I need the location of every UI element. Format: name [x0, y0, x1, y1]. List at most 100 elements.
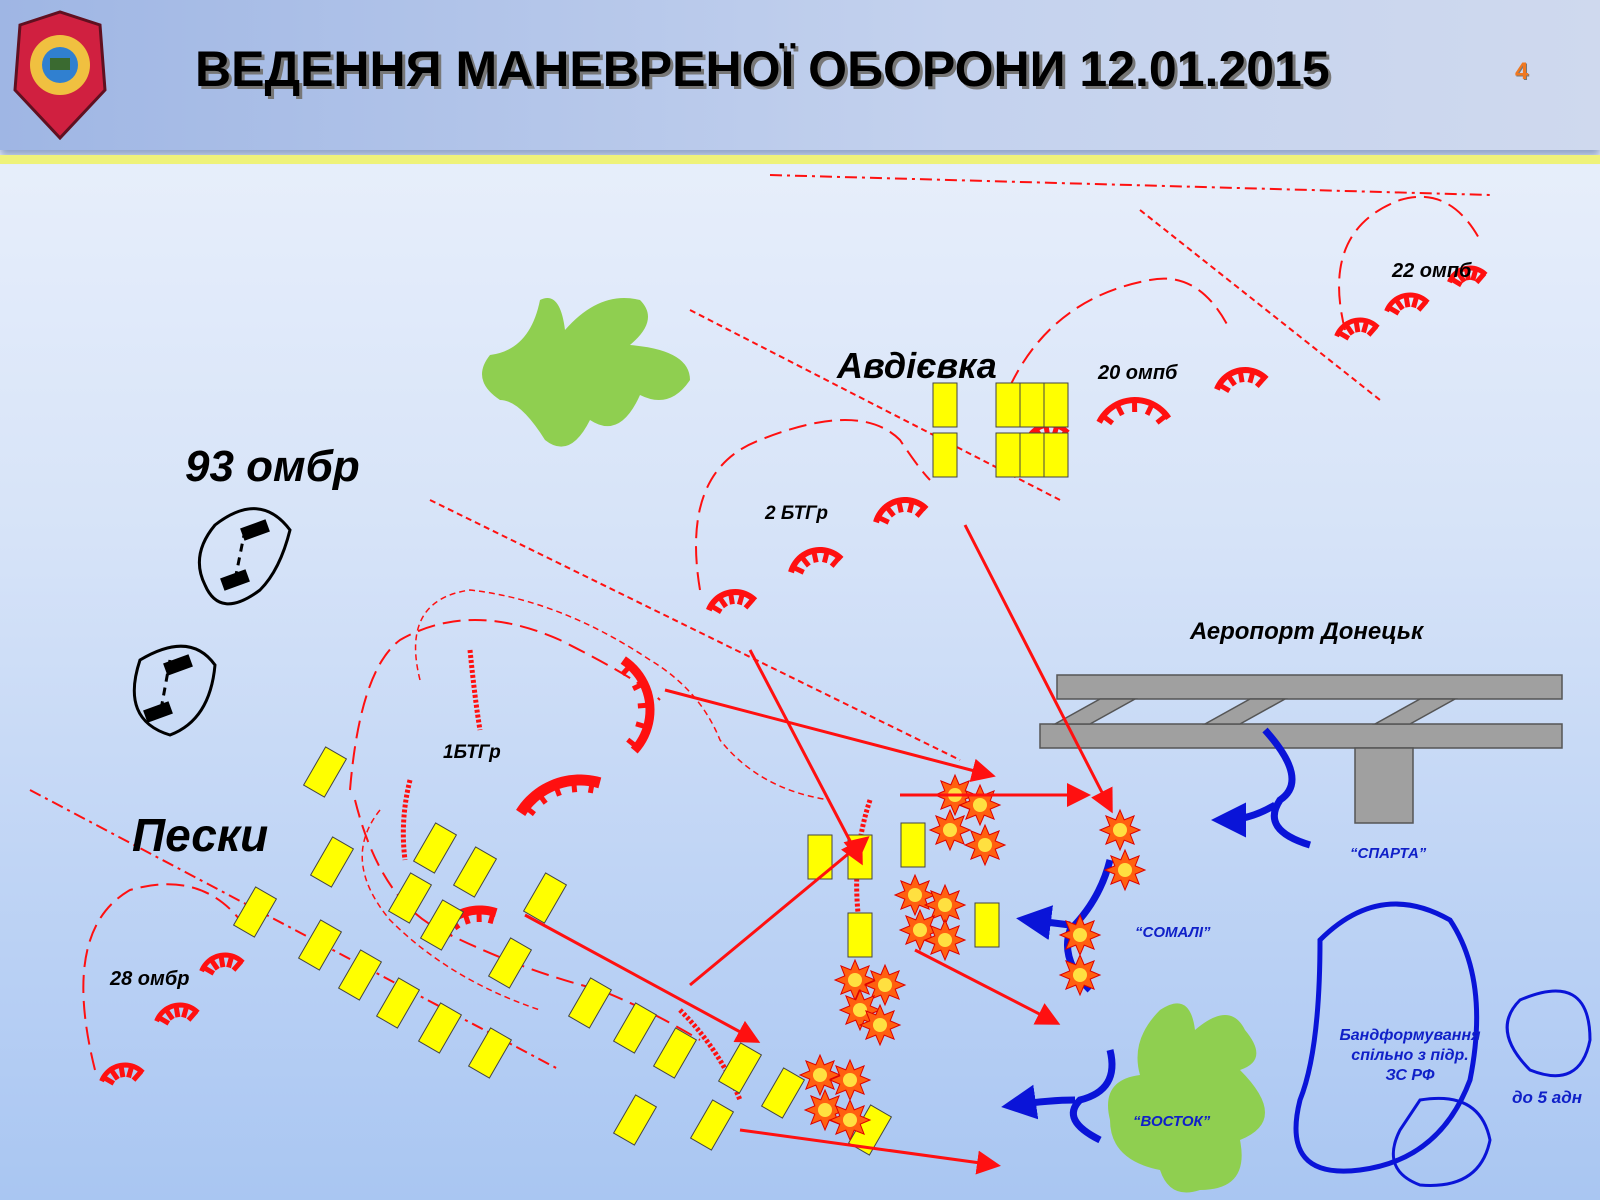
- defensive-position-tooth: [163, 1007, 175, 1021]
- attack-arrow: [739, 1128, 1001, 1175]
- maneuver-route: [361, 809, 541, 1011]
- defensive-position-tooth: [571, 780, 578, 793]
- defensive-position-tooth: [1144, 402, 1155, 416]
- explosion-core: [938, 933, 952, 947]
- strongpoint: [717, 1042, 763, 1094]
- defensive-position-tooth: [1114, 403, 1125, 417]
- defensive-position-tooth: [637, 702, 651, 709]
- strongpoint: [522, 872, 568, 924]
- defensive-position-tooth: [208, 957, 220, 971]
- defensive-position-tooth: [218, 954, 226, 968]
- label-avdiivka: Авдієвка: [837, 345, 997, 386]
- strongpoint: [417, 1002, 463, 1054]
- defensive-position-tooth: [791, 564, 805, 575]
- boundary-line: [1139, 209, 1381, 401]
- attack-arrow: [664, 688, 996, 783]
- strongpoint: [452, 846, 498, 898]
- attack-arrow: [689, 836, 870, 987]
- boundary-line: [29, 789, 561, 1071]
- unit-area-boundary: [695, 419, 931, 591]
- defensive-position-tooth: [231, 959, 244, 972]
- tank-icon: [220, 569, 250, 591]
- explosion-core: [818, 1103, 832, 1117]
- defensive-position-tooth: [536, 792, 548, 805]
- strongpoint: [974, 902, 1000, 948]
- label-pisky: Пески: [132, 809, 269, 861]
- terrain-blob-north: [482, 298, 690, 447]
- defensive-position-tooth: [626, 737, 639, 750]
- defensive-position-tooth: [1337, 330, 1351, 341]
- strongpoint: [932, 382, 958, 428]
- defensive-position-tooth: [1237, 369, 1245, 383]
- unit-area-93: [197, 507, 292, 606]
- defensive-position-tooth: [709, 603, 723, 615]
- strongpoint: [612, 1094, 658, 1146]
- strongpoint: [1019, 432, 1045, 478]
- defensive-position-tooth: [799, 554, 811, 568]
- defensive-position-tooth: [914, 505, 927, 518]
- enemy-artillery-area: [1505, 989, 1592, 1078]
- defensive-position-tooth: [1101, 414, 1115, 426]
- defensive-position-tooth: [906, 500, 915, 514]
- defensive-position-tooth: [884, 504, 896, 518]
- explosion-core: [843, 1073, 857, 1087]
- defensive-position-tooth: [1155, 413, 1168, 425]
- attack-arrow: [963, 524, 1113, 814]
- defensive-position-tooth: [876, 514, 890, 525]
- explosion-core: [848, 973, 862, 987]
- strongpoint: [995, 382, 1021, 428]
- boundary-line: [769, 174, 1491, 196]
- strongpoint: [900, 822, 926, 868]
- explosion-core: [913, 923, 927, 937]
- terrain-blob-south: [1108, 1003, 1265, 1193]
- strongpoint: [467, 1027, 513, 1079]
- label-airport: Аеропорт Донецьк: [1190, 618, 1424, 645]
- strongpoint: [567, 977, 613, 1029]
- defensive-position-tooth: [736, 592, 746, 606]
- strongpoint: [387, 872, 433, 924]
- defensive-position-tooth: [108, 1067, 120, 1081]
- defensive-position-tooth: [1387, 305, 1401, 316]
- enemy-group-line-3: ЗС РФ: [1385, 1067, 1435, 1084]
- defensive-position-tooth: [102, 1075, 116, 1086]
- explosion-core: [978, 838, 992, 852]
- explosion-core: [973, 798, 987, 812]
- strongpoint: [375, 977, 421, 1029]
- tank-icon: [143, 701, 173, 723]
- strongpoint: [1043, 432, 1069, 478]
- obstacle-line: [400, 779, 413, 861]
- defensive-position-tooth: [1366, 324, 1379, 337]
- unit-area-boundary: [349, 619, 661, 791]
- defensive-position-tooth: [1463, 267, 1471, 281]
- explosion-core: [1073, 928, 1087, 942]
- explosion-core: [843, 1113, 857, 1127]
- defensive-position-tooth: [1449, 276, 1463, 288]
- defensive-position-tooth: [728, 591, 735, 605]
- defensive-position-tooth: [181, 1005, 190, 1019]
- strongpoint: [1043, 382, 1069, 428]
- defensive-position-tooth: [1411, 295, 1420, 309]
- defensive-position-tooth: [1393, 297, 1405, 311]
- strongpoint: [652, 1027, 698, 1079]
- defensive-position-tooth: [1416, 299, 1429, 312]
- attack-arrow: [748, 649, 863, 866]
- enemy-group-line-2: спільно з підр.: [1351, 1047, 1469, 1064]
- strongpoint: [612, 1002, 658, 1054]
- enemy-attack-arrow: [1001, 1084, 1076, 1120]
- defensive-position-tooth: [131, 1069, 144, 1082]
- unit-link: [233, 529, 247, 581]
- defensive-position-arc: [516, 774, 602, 816]
- enemy-attack-arrow: [1016, 905, 1071, 940]
- defensive-position-tooth: [631, 681, 645, 692]
- enemy-attack-arrow: [1262, 727, 1312, 849]
- header-bar: [0, 0, 1600, 150]
- label-sparta: “СПАРТА”: [1350, 845, 1427, 862]
- defensive-position-tooth: [202, 965, 216, 976]
- defensive-position-tooth: [821, 550, 830, 564]
- defensive-position-tooth: [118, 1064, 126, 1078]
- attack-arrow: [524, 913, 761, 1043]
- defensive-position-tooth: [1254, 375, 1267, 389]
- emblem-icon: [13, 10, 107, 140]
- explosion-core: [1118, 863, 1132, 877]
